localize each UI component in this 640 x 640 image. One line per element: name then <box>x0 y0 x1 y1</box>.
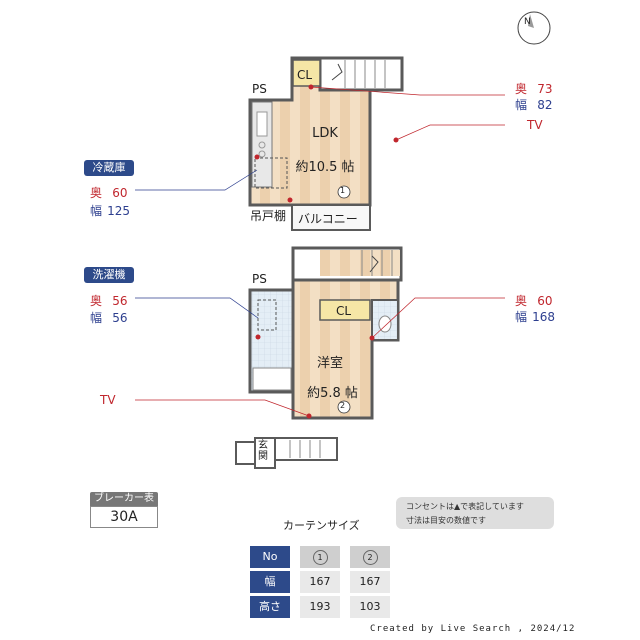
cl-upper-label: CL <box>297 68 313 82</box>
cl-upper-depth: 奥 73 <box>515 82 553 96</box>
window-number-2: 2 <box>340 401 346 410</box>
ps-lower-label: PS <box>252 272 267 286</box>
curtain-header-2: 2 <box>350 546 390 568</box>
note-box: コンセントは▲で表記しています 寸法は目安の数値です <box>396 497 554 529</box>
credit-text: Created by Live Search , 2024/12 <box>370 624 576 634</box>
balcony-label: バルコニー <box>298 212 358 226</box>
washer-width: 幅 56 <box>90 311 128 325</box>
curtain-row-width-2: 167 <box>350 571 390 593</box>
ldk-size: 約10.5 帖 <box>295 160 355 175</box>
fridge-depth: 奥 60 <box>90 186 128 200</box>
tv-lower-label: TV <box>100 393 116 407</box>
note-line-2: 寸法は目安の数値です <box>406 516 486 525</box>
window-number-1: 1 <box>340 186 346 195</box>
upper-floor <box>248 56 404 231</box>
cl-lower-depth: 奥 60 <box>515 294 553 308</box>
cl-upper-width: 幅 82 <box>515 98 553 112</box>
tv-upper-label: TV <box>527 118 543 132</box>
ps-upper-label: PS <box>252 82 267 96</box>
yoshitsu-size: 約5.8 帖 <box>307 386 358 401</box>
curtain-row-width-label: 幅 <box>250 571 290 593</box>
curtain-row-height-1: 193 <box>300 596 340 618</box>
curtain-header-no: No <box>250 546 290 568</box>
yoshitsu-name: 洋室 <box>316 356 343 371</box>
breaker-value: 30A <box>90 506 158 528</box>
lower-floor <box>235 246 403 469</box>
washer-callout-title: 洗濯機 <box>84 267 134 283</box>
note-line-1: コンセントは▲で表記しています <box>406 502 524 511</box>
curtain-title: カーテンサイズ <box>283 519 360 532</box>
genkan-label: 玄関 <box>258 440 268 462</box>
tsuridana-label: 吊戸棚 <box>250 209 287 223</box>
curtain-header-1: 1 <box>300 546 340 568</box>
ldk-name: LDK <box>312 126 338 141</box>
breaker-title: ブレーカー表記 <box>90 492 158 518</box>
fridge-width: 幅 125 <box>90 204 131 218</box>
compass-label: N <box>524 17 531 27</box>
compass-icon: N <box>517 11 551 45</box>
curtain-row-height-2: 103 <box>350 596 390 618</box>
leader-lines <box>135 86 505 417</box>
cl-lower-label: CL <box>336 304 352 318</box>
curtain-row-width-1: 167 <box>300 571 340 593</box>
fridge-callout-title: 冷蔵庫 <box>84 160 134 176</box>
curtain-row-height-label: 高さ <box>250 596 290 618</box>
cl-lower-width: 幅 168 <box>515 310 556 324</box>
washer-depth: 奥 56 <box>90 294 128 308</box>
